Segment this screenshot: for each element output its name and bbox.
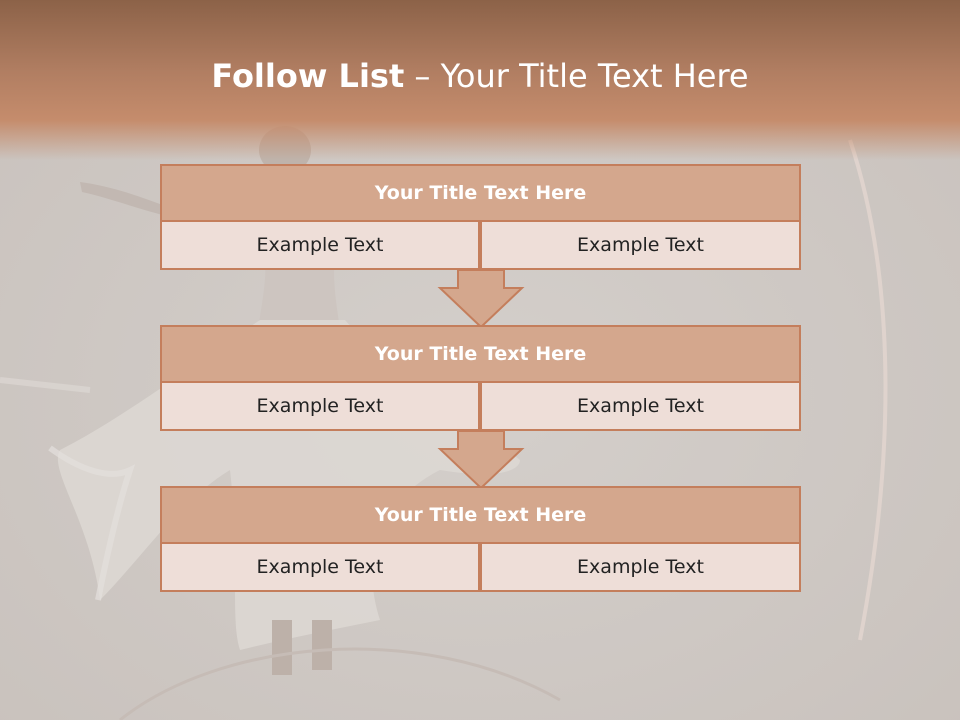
down-arrow-icon — [437, 430, 525, 490]
down-arrow-icon — [437, 269, 525, 329]
block-3-heading: Your Title Text Here — [160, 486, 801, 544]
header-band — [0, 0, 960, 160]
title-bold-part: Follow List — [211, 57, 405, 95]
slide-title: Follow List – Your Title Text Here — [0, 54, 960, 98]
block-2-right-cell: Example Text — [480, 381, 801, 431]
block-1-right-cell: Example Text — [480, 220, 801, 270]
list-block-1: Your Title Text Here Example Text Exampl… — [160, 164, 801, 270]
block-3-right-cell: Example Text — [480, 542, 801, 592]
title-rest-part: – Your Title Text Here — [404, 57, 749, 95]
block-3-left-cell: Example Text — [160, 542, 480, 592]
block-2-left-cell: Example Text — [160, 381, 480, 431]
list-block-2: Your Title Text Here Example Text Exampl… — [160, 325, 801, 431]
block-1-heading: Your Title Text Here — [160, 164, 801, 222]
block-1-left-cell: Example Text — [160, 220, 480, 270]
list-block-3: Your Title Text Here Example Text Exampl… — [160, 486, 801, 592]
block-2-heading: Your Title Text Here — [160, 325, 801, 383]
